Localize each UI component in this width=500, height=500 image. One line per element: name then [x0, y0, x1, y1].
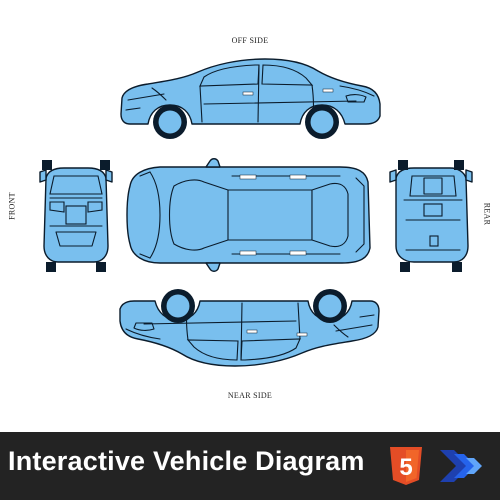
- banner-title: Interactive Vehicle Diagram: [8, 446, 365, 476]
- mirror[interactable]: [389, 169, 397, 183]
- mirror[interactable]: [465, 169, 473, 183]
- html5-shield-icon: 5: [390, 447, 422, 485]
- mirror[interactable]: [105, 169, 113, 183]
- off-side-car[interactable]: [120, 58, 381, 139]
- front-view-car[interactable]: [39, 160, 113, 272]
- door-handle: [322, 88, 334, 93]
- off-side-label: OFF SIDE: [231, 36, 269, 45]
- rear-view-car[interactable]: [389, 160, 473, 272]
- chevron-arrows-logo-icon: [440, 450, 482, 482]
- mirror[interactable]: [205, 262, 221, 272]
- html5-badge-text: 5: [399, 454, 412, 481]
- title-banner: Interactive Vehicle Diagram 5: [0, 432, 500, 500]
- door-handle: [246, 329, 258, 334]
- mirror[interactable]: [205, 158, 221, 168]
- mirror[interactable]: [39, 169, 47, 183]
- door-handle: [242, 91, 254, 96]
- near-side-car[interactable]: [119, 289, 380, 367]
- top-view-car[interactable]: [126, 158, 371, 272]
- near-side-label: NEAR SIDE: [227, 391, 273, 400]
- door-handle: [296, 332, 308, 337]
